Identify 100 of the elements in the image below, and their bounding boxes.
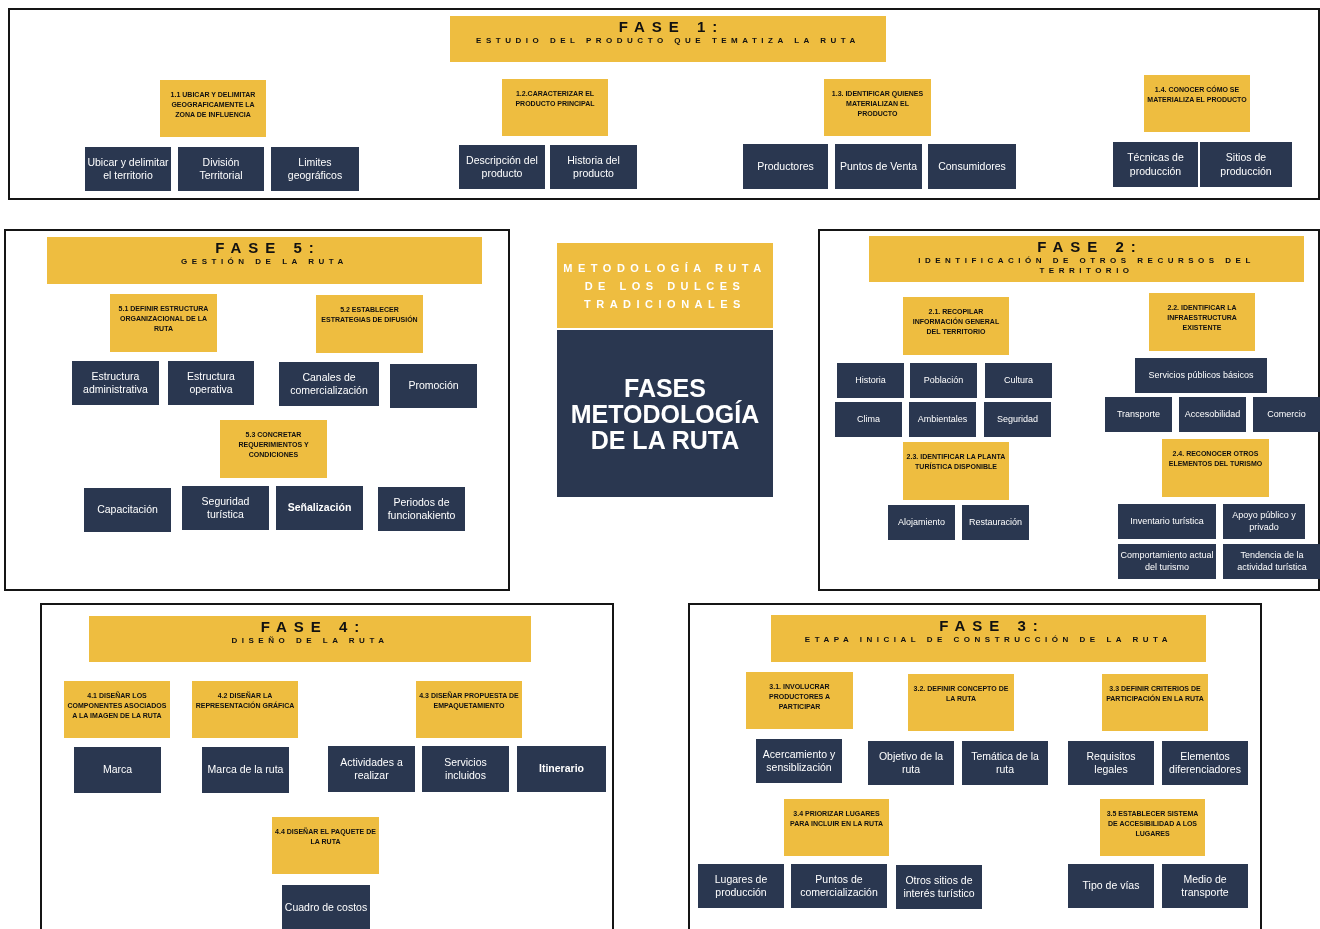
item-box [985, 363, 1052, 398]
item-box [72, 361, 159, 405]
item-box [868, 741, 954, 785]
item-label: Marca [102, 763, 133, 777]
item-box [835, 144, 922, 189]
item-box [517, 746, 606, 792]
item-box [182, 486, 269, 530]
task-box [316, 295, 423, 353]
phase-header [869, 236, 1304, 282]
item-box [1162, 864, 1248, 908]
item-box [85, 147, 171, 191]
task-box [1100, 799, 1205, 856]
item-label: Lugares de producción [713, 872, 769, 900]
item-label: Tendencia de la actividad turística [1236, 550, 1308, 573]
item-label: Seguridad [996, 413, 1038, 426]
main-title: FASES METODOLOGÍA DE LA RUTA [569, 374, 761, 453]
task-box [160, 80, 266, 137]
phase-header [47, 237, 482, 284]
item-label: Población [923, 374, 964, 387]
item-box [1223, 544, 1320, 579]
item-label: Apoyo público y privado [1231, 510, 1297, 533]
item-label: Clima [857, 413, 880, 426]
phase-panel [818, 229, 1320, 591]
item-label: Cuadro de costos [284, 901, 368, 915]
task-box [502, 79, 608, 136]
item-label: Accesobilidad [1184, 408, 1241, 421]
task-box [416, 681, 522, 738]
item-box [888, 505, 955, 540]
task-box [1102, 674, 1208, 731]
item-label: Elementos diferenciadores [1168, 749, 1242, 777]
item-box [756, 739, 842, 783]
item-box [1113, 142, 1198, 187]
item-box [282, 885, 370, 929]
task-box [1162, 439, 1269, 497]
item-box [271, 147, 359, 191]
item-box [84, 488, 171, 532]
item-box [1200, 142, 1292, 187]
item-box [1135, 358, 1267, 393]
item-box [279, 362, 379, 406]
item-box [1118, 544, 1216, 579]
item-box [910, 363, 977, 398]
phase-subtitle: IDENTIFICACIÓN DE OTROS RECURSOS DEL TERRITORIO [917, 256, 1256, 276]
phase-subtitle: ESTUDIO DEL PRODUCTO QUE TEMATIZA LA RUTA [476, 36, 860, 46]
item-box [202, 747, 289, 793]
phase-title: FASE 1: [618, 18, 725, 35]
item-label: Consumidores [938, 159, 1006, 174]
task-box [903, 442, 1009, 500]
item-label: Ubicar y delimitar el territorio [87, 155, 169, 183]
item-box [791, 864, 887, 908]
item-box [1118, 504, 1216, 539]
item-label: Seguridad turística [200, 494, 251, 522]
phase-panel [4, 229, 510, 591]
item-box [328, 746, 415, 792]
item-box [74, 747, 161, 793]
task-box [64, 681, 170, 738]
item-label: Actividades a realizar [339, 755, 404, 783]
item-box [1179, 397, 1246, 432]
phase-title: FASE 2: [1037, 238, 1143, 255]
item-box [390, 364, 477, 408]
item-box [698, 864, 784, 908]
item-label: División Territorial [198, 155, 244, 183]
item-label: Marca de la ruta [207, 763, 284, 777]
item-label: Capacitación [97, 503, 158, 517]
item-box [459, 145, 545, 189]
task-box [110, 294, 217, 352]
item-box [1105, 397, 1172, 432]
item-label: Puntos de comercialización [799, 872, 879, 900]
task-box [824, 79, 931, 136]
phase-subtitle: GESTIÓN DE LA RUTA [181, 257, 348, 267]
item-label: Inventario turística [1130, 515, 1204, 528]
item-label: Técnicas de producción [1126, 151, 1185, 178]
item-box [984, 402, 1051, 437]
item-label: Comercio [1267, 408, 1306, 421]
item-box [168, 361, 254, 405]
item-box [743, 144, 828, 189]
item-label: Servicios incluidos [443, 755, 488, 783]
item-box [422, 746, 509, 792]
item-box [1223, 504, 1305, 539]
item-box [1253, 397, 1320, 432]
item-box [909, 402, 976, 437]
title-box [557, 330, 773, 497]
task-box [192, 681, 298, 738]
phase-panel [688, 603, 1262, 929]
task-box [746, 672, 853, 729]
task-box [272, 817, 379, 874]
item-label: Itinerario [539, 762, 584, 776]
item-label: Estructura administrativa [82, 369, 149, 397]
item-box [178, 147, 264, 191]
item-label: Periodos de funcionakiento [386, 495, 457, 523]
item-label: Historia [855, 374, 886, 387]
task-box [1149, 293, 1255, 351]
item-box [837, 363, 904, 398]
item-box [896, 865, 982, 909]
item-label: Cultura [1004, 374, 1033, 387]
item-box [962, 505, 1029, 540]
item-label: Alojamiento [898, 516, 945, 529]
item-label: Transporte [1116, 408, 1161, 421]
phase-subtitle: ETAPA INICIAL DE CONSTRUCCIÓN DE LA RUTA [804, 635, 1173, 645]
item-label: Promoción [408, 379, 459, 393]
item-box [276, 486, 363, 530]
